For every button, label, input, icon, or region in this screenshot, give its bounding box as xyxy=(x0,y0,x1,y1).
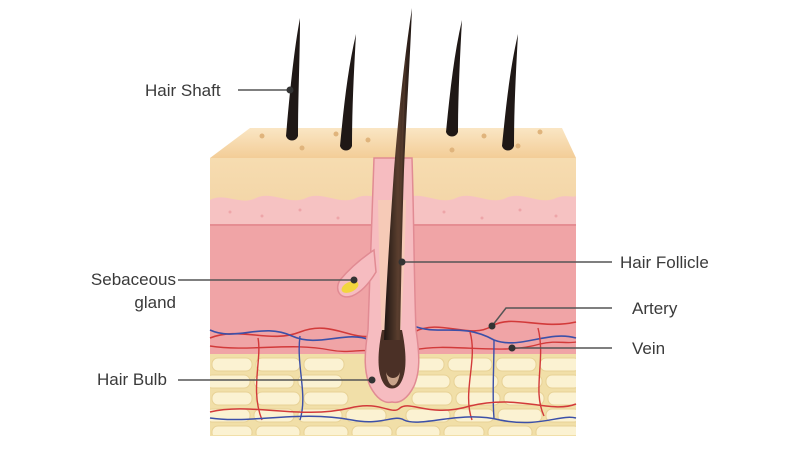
hair-strand-3 xyxy=(446,20,462,137)
hair-strand-2 xyxy=(340,34,356,151)
label-sebaceous-gland-line1: Sebaceous xyxy=(90,270,176,289)
hair-strand-1 xyxy=(286,18,300,141)
label-hair-follicle: Hair Follicle xyxy=(620,253,709,272)
label-hair-bulb: Hair Bulb xyxy=(97,370,167,389)
leader-lines xyxy=(178,89,612,381)
skin-surface xyxy=(210,128,576,158)
deep-vessels xyxy=(209,401,577,413)
leader-dots xyxy=(286,86,516,384)
hair-bulb xyxy=(378,330,406,389)
hair-strand-4 xyxy=(502,34,518,151)
skin-pores xyxy=(259,129,543,153)
papillary-dots xyxy=(228,208,558,220)
label-hair-shaft: Hair Shaft xyxy=(145,81,221,100)
leader-artery xyxy=(491,307,612,327)
label-sebaceous-gland-line2: gland xyxy=(134,293,176,312)
label-artery: Artery xyxy=(632,299,678,318)
central-hair-shaft xyxy=(384,8,412,340)
label-vein: Vein xyxy=(632,339,666,358)
